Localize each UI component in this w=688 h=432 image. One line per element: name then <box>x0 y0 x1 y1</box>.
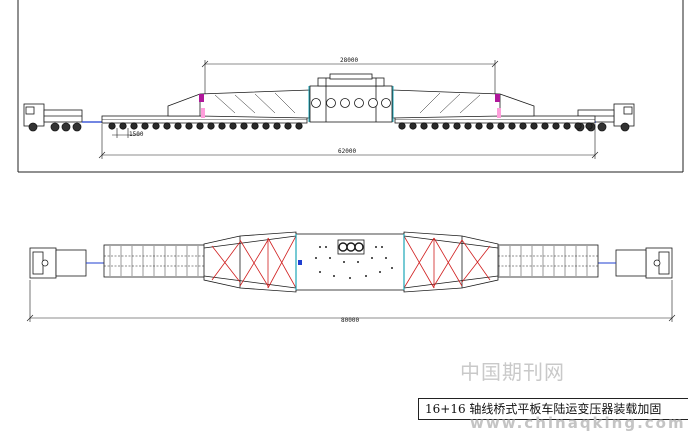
wheel <box>552 122 560 130</box>
dimension-axle <box>112 128 140 138</box>
bracing-plan <box>211 235 491 289</box>
wheel <box>174 122 182 130</box>
elevation-view <box>23 60 635 159</box>
wheel <box>185 122 193 130</box>
wheel <box>196 122 204 130</box>
wheel <box>240 122 248 130</box>
wheel <box>486 122 494 130</box>
wheel <box>508 122 516 130</box>
wheel <box>207 122 215 130</box>
wheel <box>453 122 461 130</box>
wheel <box>229 122 237 130</box>
wheel <box>530 122 538 130</box>
left-tractor <box>23 103 83 132</box>
wheel <box>141 122 149 130</box>
dimension-total <box>98 124 599 159</box>
wheel <box>519 122 527 130</box>
support-markers <box>199 86 501 122</box>
wheel <box>163 122 171 130</box>
wheel <box>475 122 483 130</box>
transformer-elevation <box>309 73 393 123</box>
trailer-plan <box>103 244 599 278</box>
dimension-label-total: 62000 <box>338 148 356 155</box>
wheel <box>130 122 138 130</box>
dimension-label-axle: 1500 <box>129 131 144 138</box>
wheel <box>218 122 226 130</box>
wheel <box>251 122 259 130</box>
wheel <box>262 122 270 130</box>
wheel <box>152 122 160 130</box>
wheel <box>574 122 582 130</box>
dimension-top <box>201 60 499 94</box>
wheel <box>273 122 281 130</box>
wheel <box>398 122 406 130</box>
dimension-label-top: 28000 <box>340 57 358 64</box>
frame-lines <box>17 0 684 173</box>
right-tractor-plan <box>598 247 673 279</box>
url-watermark: www.chinaqking.com <box>470 414 686 432</box>
wheel <box>119 122 127 130</box>
trailer-wheels <box>108 122 593 130</box>
wheel <box>585 122 593 130</box>
wheel <box>108 122 116 130</box>
watermark-text: 中国期刊网 <box>460 360 565 384</box>
dimension-label-plan: 80000 <box>341 317 359 324</box>
transformer-plan <box>295 233 405 291</box>
wheel <box>284 122 292 130</box>
wheel <box>420 122 428 130</box>
figure-caption: 16+16 轴线桥式平板车陆运变压器装载加固 <box>418 398 688 420</box>
wheel <box>409 122 417 130</box>
wheel <box>442 122 450 130</box>
wheel <box>431 122 439 130</box>
wheel <box>295 122 303 130</box>
left-tractor-plan <box>29 247 104 279</box>
wheel <box>563 122 571 130</box>
wheel <box>464 122 472 130</box>
wheel <box>497 122 505 130</box>
wheel <box>541 122 549 130</box>
dimension-plan <box>26 280 676 322</box>
plan-view <box>26 231 676 322</box>
